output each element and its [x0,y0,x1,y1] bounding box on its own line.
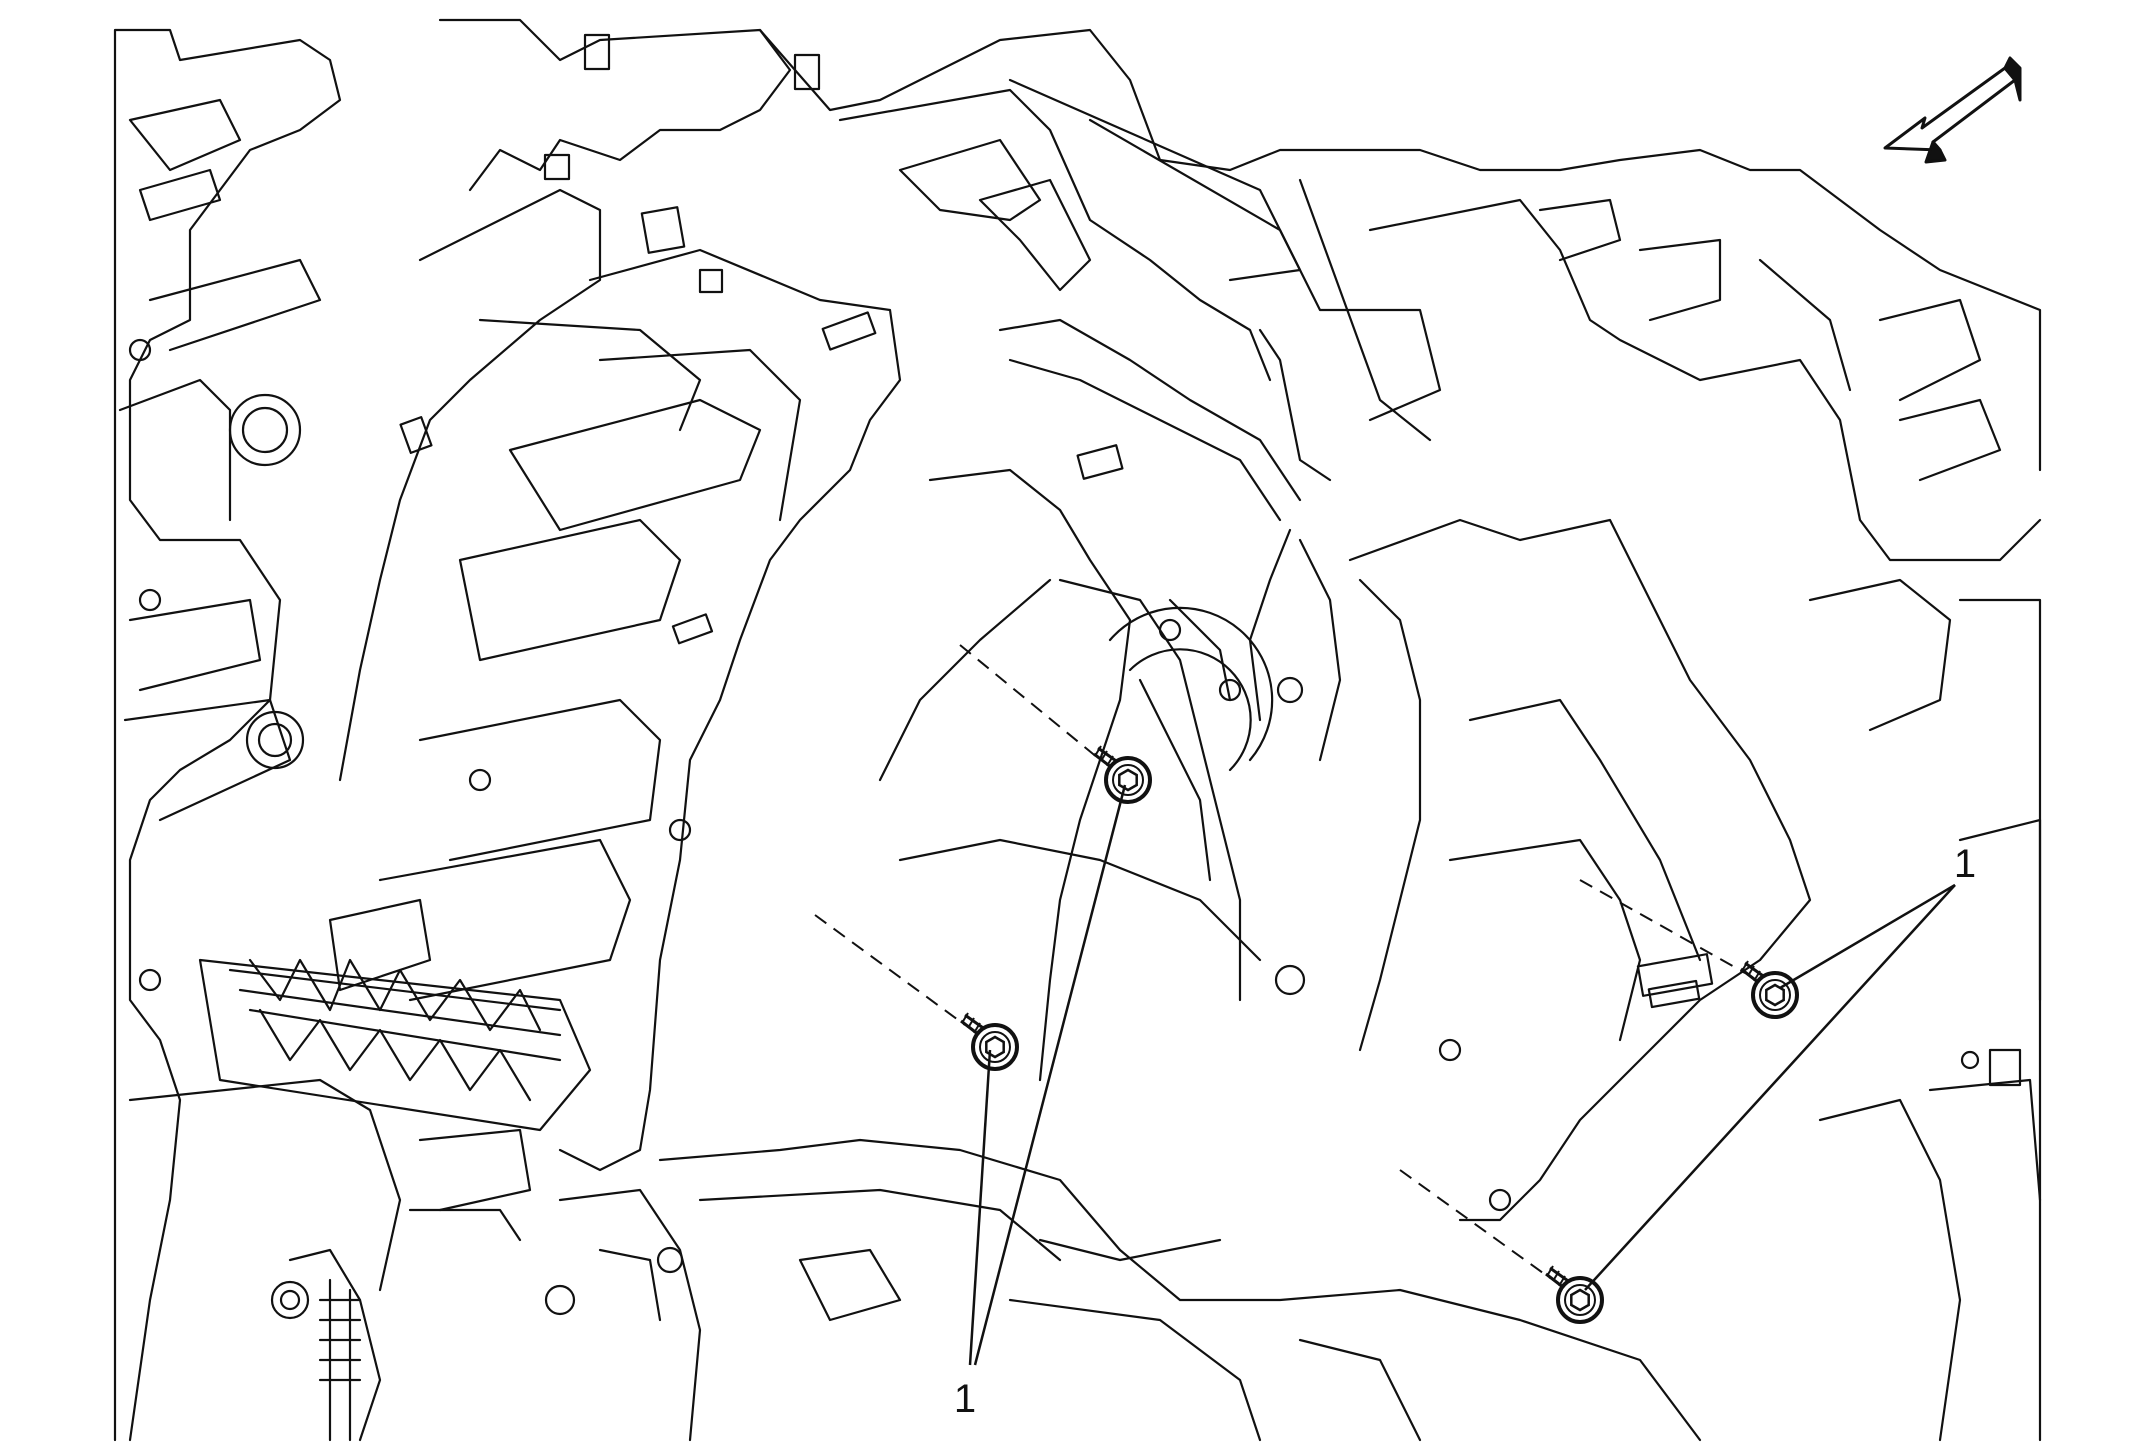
leader-line-left-lower [968,1049,992,1366]
bolt-alignment-line [959,644,1099,759]
leader-line-right-upper [1779,883,1956,990]
callout-label-left: 1 [954,1377,976,1421]
bolt-group [814,644,1799,1324]
bolt-icon-center-lower [960,1012,1019,1071]
bolt-alignment-line [814,914,966,1026]
bolt-alignment-line [1399,1169,1551,1279]
callout-leaders [968,784,1956,1366]
structure-outline [113,18,2042,1442]
bolt-icon-center-upper [1093,745,1152,804]
leader-line-left-upper [973,784,1127,1366]
orientation-arrow-icon [1883,56,2022,164]
leader-line-right-lower [1584,884,1956,1291]
bolt-alignment-line [1579,879,1746,974]
bolt-icon-right-lower [1545,1265,1604,1324]
bolt-icon-right-upper [1740,960,1799,1019]
callout-label-right: 1 [1954,842,1976,886]
